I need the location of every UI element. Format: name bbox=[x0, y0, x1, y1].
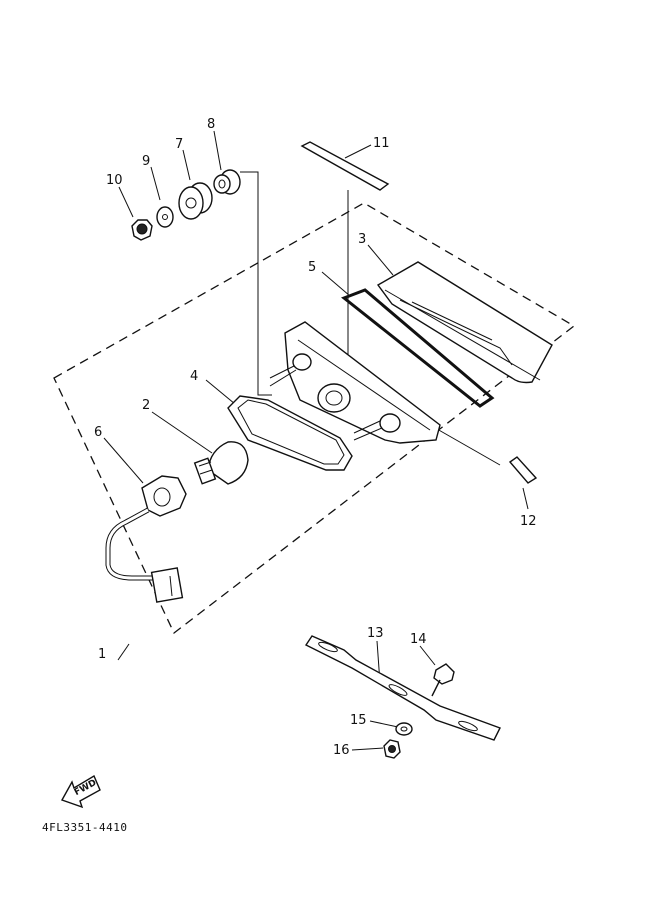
drawing-code: 4FL3351-4410 bbox=[42, 821, 128, 834]
part-16-nut bbox=[383, 739, 401, 759]
callout-1: 1 bbox=[98, 647, 107, 662]
part-15-washer bbox=[395, 722, 413, 736]
part-2-bulb bbox=[193, 441, 249, 485]
callout-9: 9 bbox=[142, 154, 151, 169]
callout-14: 14 bbox=[410, 632, 427, 647]
housing-base bbox=[269, 321, 441, 444]
part-4-gasket bbox=[227, 395, 353, 471]
callout-3: 3 bbox=[358, 232, 367, 247]
callout-8: 8 bbox=[207, 117, 216, 132]
part-8-collar bbox=[213, 169, 241, 195]
part-10-nut bbox=[131, 219, 153, 241]
part-7-grommet bbox=[178, 182, 213, 220]
leader-lines bbox=[103, 130, 529, 751]
part-11-strip bbox=[300, 141, 390, 191]
callout-11: 11 bbox=[373, 136, 390, 151]
callout-15: 15 bbox=[350, 713, 367, 728]
fwd-arrow-icon bbox=[60, 774, 101, 809]
callout-12: 12 bbox=[520, 514, 537, 529]
part-14-bolt bbox=[431, 663, 455, 697]
callout-13: 13 bbox=[367, 626, 384, 641]
part-9-washer bbox=[156, 206, 174, 228]
part-3-lens bbox=[376, 261, 553, 384]
part-13-bracket bbox=[304, 635, 501, 741]
part-5-gasket bbox=[341, 288, 495, 408]
callout-4: 4 bbox=[190, 369, 199, 384]
callout-6: 6 bbox=[94, 425, 103, 440]
callout-5: 5 bbox=[308, 260, 317, 275]
callout-7: 7 bbox=[175, 137, 184, 152]
callout-2: 2 bbox=[142, 398, 151, 413]
callout-16: 16 bbox=[333, 743, 350, 758]
callout-10: 10 bbox=[106, 173, 123, 188]
part-12-pad bbox=[508, 456, 538, 484]
part-6-socket bbox=[105, 475, 187, 603]
